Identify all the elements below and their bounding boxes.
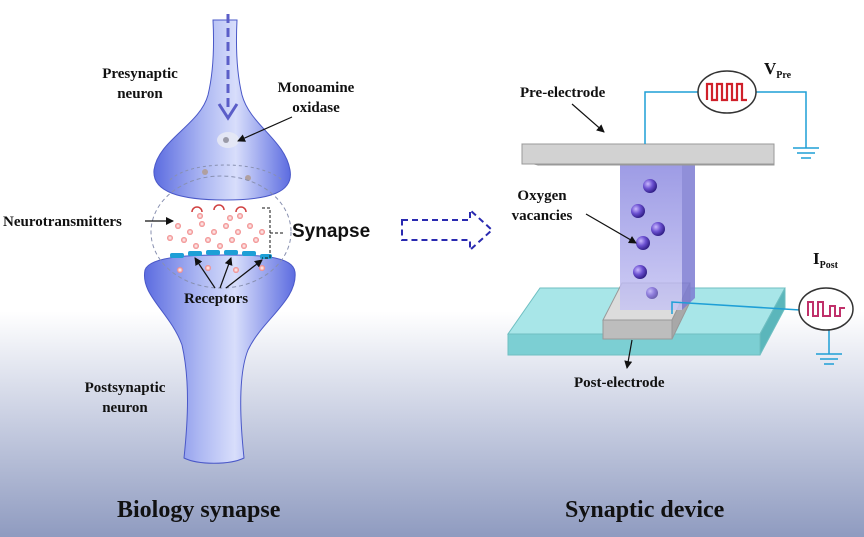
presynaptic-label: Presynaptic neuron — [95, 64, 185, 104]
current-meter — [798, 287, 854, 331]
synapse-bracket — [262, 207, 285, 259]
presynaptic-label-line1: Presynaptic — [102, 66, 178, 82]
neurotransmitter-dot — [181, 237, 187, 243]
receptor-pointer-3 — [225, 259, 263, 289]
neurotransmitter-dot — [227, 215, 233, 221]
vacancy-pointer — [585, 213, 637, 244]
neurotransmitter-dot — [237, 213, 243, 219]
monoamine-pointer — [237, 116, 293, 142]
neurotransmitter-dot — [175, 223, 181, 229]
neurotransmitter-dot — [211, 229, 217, 235]
v-pre-sub: Pre — [776, 70, 792, 81]
neurotransmitter-dot — [241, 243, 247, 249]
device-caption: Synaptic device — [565, 497, 725, 523]
i-post-label: IPost — [813, 249, 838, 271]
postsynaptic-label-line2: neuron — [102, 400, 148, 416]
neurotransmitter-dot — [259, 229, 265, 235]
voltage-source — [697, 70, 757, 114]
oxygen-vacancies — [631, 179, 665, 299]
postsynaptic-label-line1: Postsynaptic — [84, 380, 166, 396]
neurotransmitter-dots — [167, 213, 265, 273]
neurotransmitter-dot — [205, 237, 211, 243]
i-post-main: I — [813, 249, 820, 268]
ground-symbol-top — [793, 147, 819, 159]
neurotransmitter-dot — [217, 243, 223, 249]
neurotransmitter-dot — [259, 265, 265, 271]
vesicles — [191, 204, 247, 213]
monoamine-label-line2: oxidase — [292, 100, 340, 116]
monoamine-label-line1: Monoamine — [277, 80, 355, 96]
pre-electrode-block — [521, 143, 775, 166]
neurotransmitter-dot — [233, 267, 239, 273]
neurotransmitter-dot — [167, 235, 173, 241]
biology-caption: Biology synapse — [117, 497, 281, 523]
oxygen-vacancies-line1: Oxygen — [517, 188, 567, 204]
postsynaptic-neuron — [143, 254, 296, 464]
receptor-pointer-2 — [219, 257, 233, 289]
presynaptic-label-line2: neuron — [117, 86, 163, 102]
i-post-sub: Post — [819, 260, 838, 271]
v-pre-main: V — [764, 59, 777, 78]
monoamine-label: Monoamine oxidase — [264, 78, 368, 118]
neurotransmitter-dot — [187, 229, 193, 235]
post-electrode-label: Post-electrode — [574, 375, 665, 391]
ground-symbol-bottom — [816, 353, 842, 365]
oxygen-vacancies-label: Oxygen vacancies — [497, 186, 587, 226]
receptor-pointer-1 — [194, 257, 216, 289]
wiring — [644, 91, 830, 354]
neurotransmitter-dot — [229, 237, 235, 243]
neurotransmitter-dot — [199, 221, 205, 227]
neurotransmitter-dot — [247, 223, 253, 229]
transition-arrow — [401, 207, 494, 253]
receptors-label: Receptors — [184, 291, 249, 307]
oxygen-vacancies-line2: vacancies — [511, 208, 573, 224]
postsynaptic-label: Postsynaptic neuron — [70, 378, 180, 418]
neurotransmitter-dot — [253, 237, 259, 243]
neurotransmitter-dot — [205, 265, 211, 271]
pre-electrode-pointer — [571, 103, 605, 133]
neurotransmitter-dot — [235, 229, 241, 235]
v-pre-label: VPre — [764, 59, 791, 81]
synapse-label: Synapse — [292, 221, 371, 242]
synapse-region — [150, 175, 292, 289]
switching-layer — [620, 150, 695, 310]
neurotransmitter-dot — [193, 243, 199, 249]
receptors — [170, 250, 272, 259]
neurotransmitters-label: Neurotransmitters — [3, 214, 122, 230]
neurotransmitter-dot — [197, 213, 203, 219]
pre-electrode-label: Pre-electrode — [520, 85, 606, 101]
signal-arrow-head — [217, 103, 239, 121]
neurotransmitter-dot — [177, 267, 183, 273]
post-electrode-pointer — [624, 339, 633, 369]
neurotransmitter-dot — [223, 223, 229, 229]
